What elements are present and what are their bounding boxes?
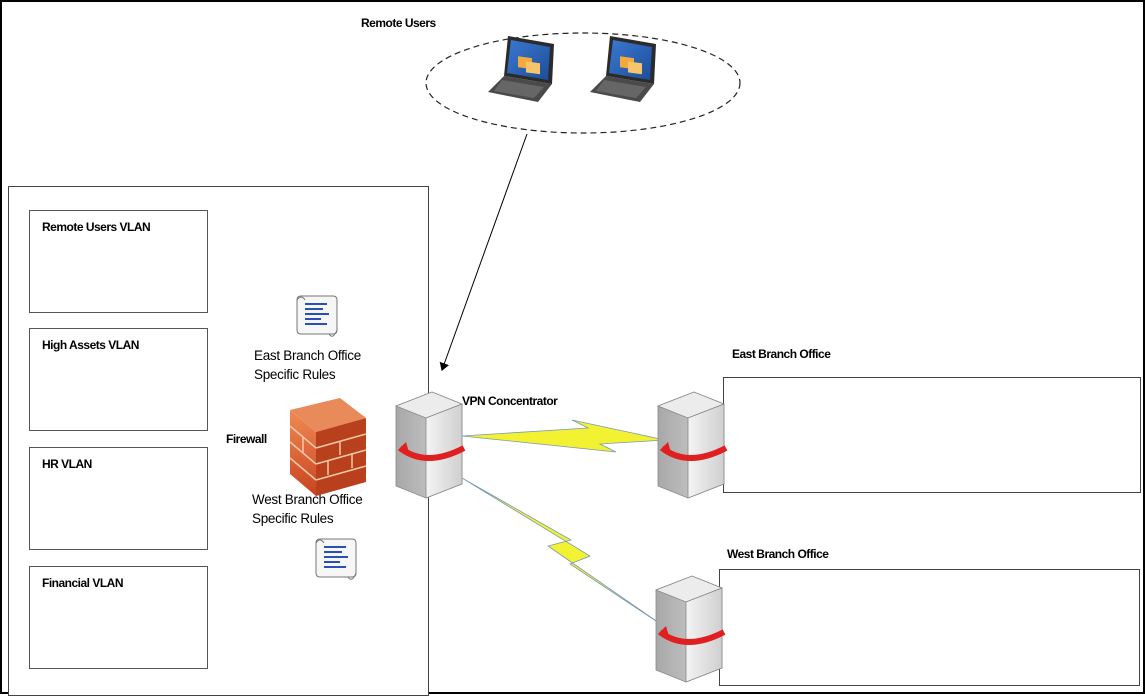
vlan-label: High Assets VLAN [42, 338, 139, 352]
vlan-label: HR VLAN [42, 457, 92, 471]
rules-scroll-icon [315, 538, 357, 580]
east-office-label: East Branch Office [732, 347, 831, 361]
west-office-label: West Branch Office [727, 547, 829, 561]
vlan-box-remote-users: Remote Users VLAN [29, 210, 208, 313]
vlan-box-hr: HR VLAN [29, 447, 208, 550]
remote-users-group-outline [425, 32, 741, 134]
west-branch-server-icon [654, 575, 726, 683]
rules-scroll-icon [296, 295, 338, 337]
west-office-box [719, 569, 1140, 686]
laptop-icon [590, 36, 656, 102]
laptop-icon [488, 36, 554, 102]
east-office-box [723, 377, 1141, 493]
west-link-bolt [461, 477, 663, 626]
east-rules-label: East Branch Office Specific Rules [254, 348, 361, 382]
vpn-concentrator-label: VPN Concentrator [462, 394, 558, 408]
vlan-label: Remote Users VLAN [42, 220, 151, 234]
vlan-box-high-assets: High Assets VLAN [29, 328, 208, 431]
east-branch-server-icon [656, 391, 728, 499]
west-rules-label: West Branch Office Specific Rules [252, 492, 363, 526]
firewall-icon [289, 398, 367, 496]
vlan-label: Financial VLAN [42, 576, 124, 590]
vlan-box-financial: Financial VLAN [29, 566, 208, 669]
vpn-concentrator-server-icon [394, 391, 466, 499]
east-link-bolt [461, 419, 666, 453]
firewall-label: Firewall [226, 432, 267, 446]
remote-users-label: Remote Users [361, 16, 436, 30]
remote-to-vpn-arrow [439, 133, 528, 371]
